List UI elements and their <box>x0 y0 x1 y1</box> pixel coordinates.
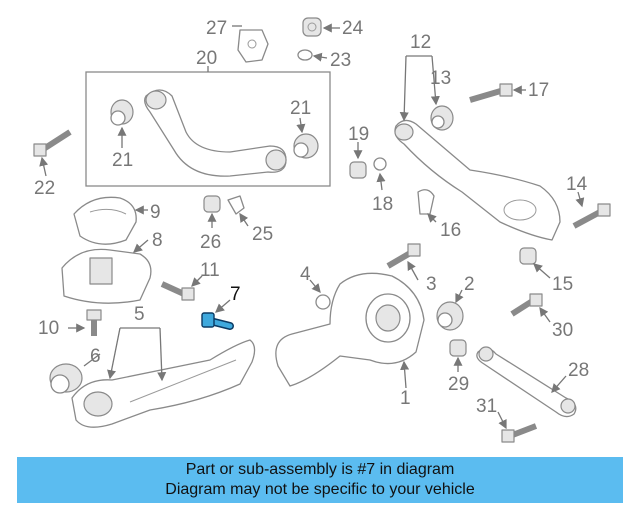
callout-25: 25 <box>252 224 273 245</box>
part-8-mount[interactable] <box>61 248 152 304</box>
callout-5: 5 <box>134 304 145 325</box>
part-4-washer[interactable] <box>315 294 331 310</box>
part-16-cam[interactable] <box>417 189 435 215</box>
callout-22: 22 <box>34 178 55 199</box>
part-21-bushing-right[interactable] <box>293 133 319 159</box>
callout-10: 10 <box>38 318 59 339</box>
callout-29: 29 <box>448 374 469 395</box>
callout-16: 16 <box>440 220 461 241</box>
callout-6: 6 <box>90 346 101 367</box>
callout-19: 19 <box>348 124 369 145</box>
callout-31: 31 <box>476 396 497 417</box>
callout-labels: 27 24 23 20 21 21 22 12 13 17 19 18 16 1… <box>34 18 589 417</box>
callout-9: 9 <box>150 202 161 223</box>
part-6-bushing[interactable] <box>49 363 83 394</box>
part-5-trailing-arm[interactable] <box>71 339 256 428</box>
callout-7-highlighted[interactable]: 7 <box>230 284 241 305</box>
callout-12: 12 <box>410 32 431 53</box>
part-14-bolt[interactable] <box>572 203 611 229</box>
callout-24: 24 <box>342 18 364 39</box>
callout-13: 13 <box>430 68 451 89</box>
callout-18: 18 <box>372 194 393 215</box>
callout-23: 23 <box>330 50 351 71</box>
part-23-washer[interactable] <box>297 49 313 61</box>
part-2-bushing[interactable] <box>436 301 464 331</box>
part-20-upper-arm[interactable] <box>144 89 287 177</box>
callout-27: 27 <box>206 18 227 39</box>
part-9-cover[interactable] <box>73 196 137 245</box>
part-22-bolt[interactable] <box>33 129 72 157</box>
banner-line-2: Diagram may not be specific to your vehi… <box>165 481 475 498</box>
part-21-bushing-left[interactable] <box>110 99 134 126</box>
callout-20: 20 <box>196 48 217 69</box>
part-15-nut[interactable] <box>519 247 537 265</box>
callout-14: 14 <box>566 174 588 195</box>
part-7-bolt-highlighted[interactable] <box>201 312 234 330</box>
part-17-bolt[interactable] <box>469 83 513 103</box>
part-25-clip[interactable] <box>227 195 245 215</box>
part-24-nut[interactable] <box>302 17 322 37</box>
part-10-bolt[interactable] <box>86 309 102 336</box>
callout-11: 11 <box>200 260 220 281</box>
banner-line-1: Part or sub-assembly is #7 in diagram <box>185 461 455 478</box>
info-banner: Part or sub-assembly is #7 in diagram Di… <box>17 457 623 503</box>
part-11-bolt[interactable] <box>160 281 195 301</box>
part-1-knuckle[interactable] <box>275 272 425 387</box>
callout-21-right: 21 <box>290 98 311 119</box>
part-3-bolt[interactable] <box>386 243 421 269</box>
callout-17: 17 <box>528 80 549 101</box>
leader-lines <box>39 23 585 430</box>
callout-8: 8 <box>152 230 163 251</box>
callout-2: 2 <box>464 274 475 295</box>
parts-diagram: 27 24 23 20 21 21 22 12 13 17 19 18 16 1… <box>33 17 611 443</box>
part-29-nut[interactable] <box>449 339 467 357</box>
callout-1: 1 <box>400 388 411 409</box>
callout-4: 4 <box>300 264 311 285</box>
part-18-washer[interactable] <box>373 157 387 171</box>
callout-21-left: 21 <box>112 150 133 171</box>
part-19-nut[interactable] <box>349 161 367 179</box>
callout-30: 30 <box>552 320 573 341</box>
callout-15: 15 <box>552 274 573 295</box>
part-27-bracket[interactable] <box>237 29 269 63</box>
part-13-bushing[interactable] <box>430 105 454 131</box>
part-28-link[interactable] <box>476 346 577 418</box>
callout-28: 28 <box>568 360 589 381</box>
callout-26: 26 <box>200 232 221 253</box>
part-31-bolt[interactable] <box>501 423 538 443</box>
callout-3: 3 <box>426 274 437 295</box>
part-26-nut[interactable] <box>203 195 221 213</box>
part-30-bolt[interactable] <box>510 293 543 317</box>
part-12-lower-arm[interactable] <box>394 119 561 241</box>
